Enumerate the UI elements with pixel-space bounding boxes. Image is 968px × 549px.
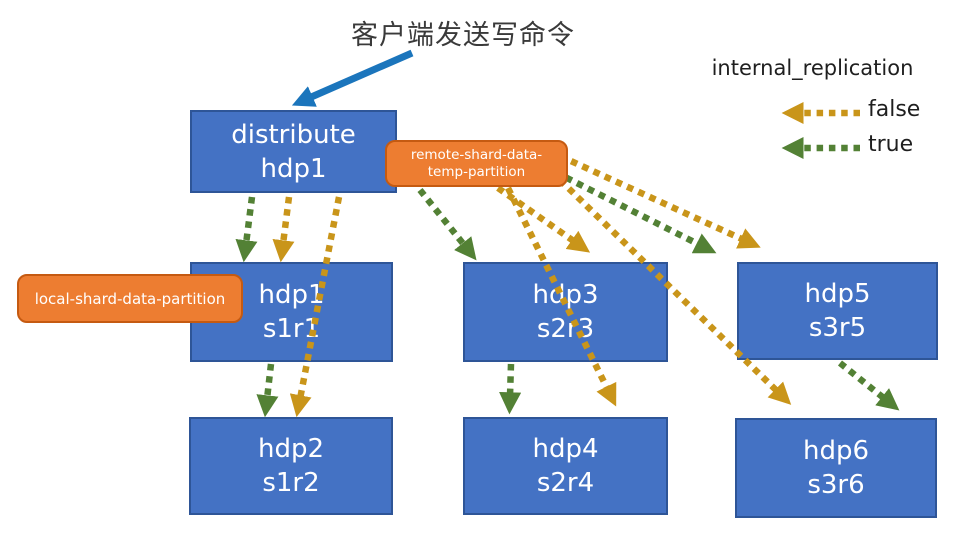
node-label: hdp1 <box>258 280 325 310</box>
node-hdp6-s3r6: hdp6 s3r6 <box>735 418 937 518</box>
client-command-title: 客户端发送写命令 <box>351 20 575 51</box>
node-sublabel: s1r1 <box>262 314 321 344</box>
callout-label: remote-shard-data-temp-partition <box>410 146 543 180</box>
arrow-distribute-hdp3-false <box>496 185 591 253</box>
node-label: hdp3 <box>532 280 599 310</box>
node-sublabel: s3r5 <box>808 313 867 343</box>
node-sublabel: hdp1 <box>260 153 327 184</box>
arrow-distribute-hdp5-true <box>553 169 717 254</box>
node-label: distribute <box>231 119 356 150</box>
callout-local-shard-data-partition: local-shard-data-partition <box>17 274 243 323</box>
node-label: hdp6 <box>802 436 870 466</box>
node-hdp3-s2r3: hdp3 s2r3 <box>463 262 668 362</box>
arrow-distribute-hdp1-false <box>272 196 295 263</box>
legend-title: internal_replication <box>711 56 914 80</box>
node-hdp5-s3r5: hdp5 s3r5 <box>737 262 938 360</box>
arrow-hdp5-hdp6-replication-true <box>837 360 900 411</box>
node-hdp2-s1r2: hdp2 s1r2 <box>189 417 393 515</box>
legend-false-label: false <box>868 97 921 122</box>
node-label: hdp4 <box>532 434 599 464</box>
callout-remote-shard-data-temp-partition: remote-shard-data-temp-partition <box>385 140 568 187</box>
node-sublabel: s3r6 <box>807 470 865 500</box>
node-label: hdp2 <box>257 434 325 464</box>
node-sublabel: s2r4 <box>536 468 595 498</box>
node-sublabel: s1r2 <box>262 468 320 498</box>
arrow-hdp1-hdp2-replication-true <box>256 363 279 418</box>
callout-label: local-shard-data-partition <box>34 289 226 308</box>
node-hdp4-s2r4: hdp4 s2r4 <box>463 417 668 515</box>
node-distribute-hdp1: distribute hdp1 <box>190 110 397 193</box>
node-sublabel: s2r3 <box>536 314 595 344</box>
legend-true-label: true <box>868 132 914 157</box>
arrow-distribute-hdp1-true <box>235 196 258 263</box>
node-label: hdp5 <box>804 279 871 309</box>
client-write-arrow <box>291 49 414 107</box>
arrow-distribute-hdp3-true <box>417 187 477 261</box>
arrow-distribute-hdp5-false <box>558 153 761 249</box>
arrow-hdp3-hdp4-replication-true <box>499 363 522 415</box>
